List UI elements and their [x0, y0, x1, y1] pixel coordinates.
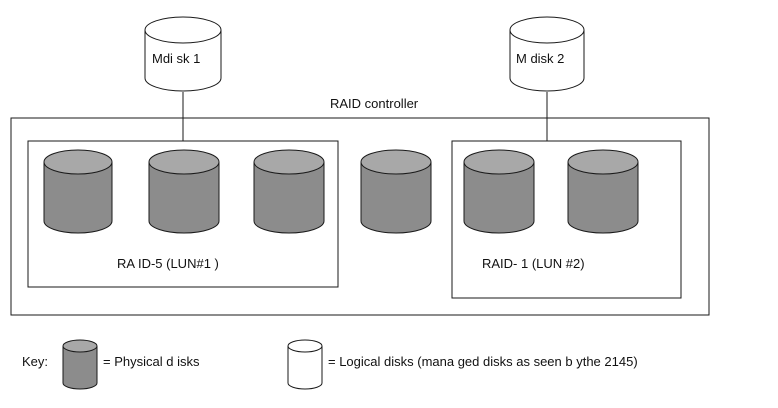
raid-controller-box — [10, 117, 710, 316]
physical-disk-spare — [360, 149, 432, 234]
key-physical-disk-icon — [62, 339, 98, 390]
mdisk2-logical-disk: M disk 2 — [509, 16, 585, 92]
physical-disk — [253, 149, 325, 234]
mdisk2-label: M disk 2 — [516, 51, 564, 66]
key-logical-disk-icon — [287, 339, 323, 390]
key-physical-label: = Physical d isks — [103, 354, 200, 369]
key-logical-label: = Logical disks (mana ged disks as seen … — [328, 354, 638, 369]
physical-disk — [567, 149, 639, 234]
physical-disk — [463, 149, 535, 234]
mdisk1-label: Mdi sk 1 — [152, 51, 200, 66]
physical-disk — [43, 149, 113, 234]
raid5-lun-label: RA ID-5 (LUN#1 ) — [117, 256, 219, 271]
raid1-lun-label: RAID- 1 (LUN #2) — [482, 256, 585, 271]
key-title: Key: — [22, 354, 48, 369]
physical-disk — [148, 149, 220, 234]
mdisk1-logical-disk: Mdi sk 1 — [144, 16, 222, 92]
raid-controller-label: RAID controller — [330, 96, 419, 111]
raid5-lun-box — [27, 140, 339, 288]
raid1-lun-box — [451, 140, 682, 299]
